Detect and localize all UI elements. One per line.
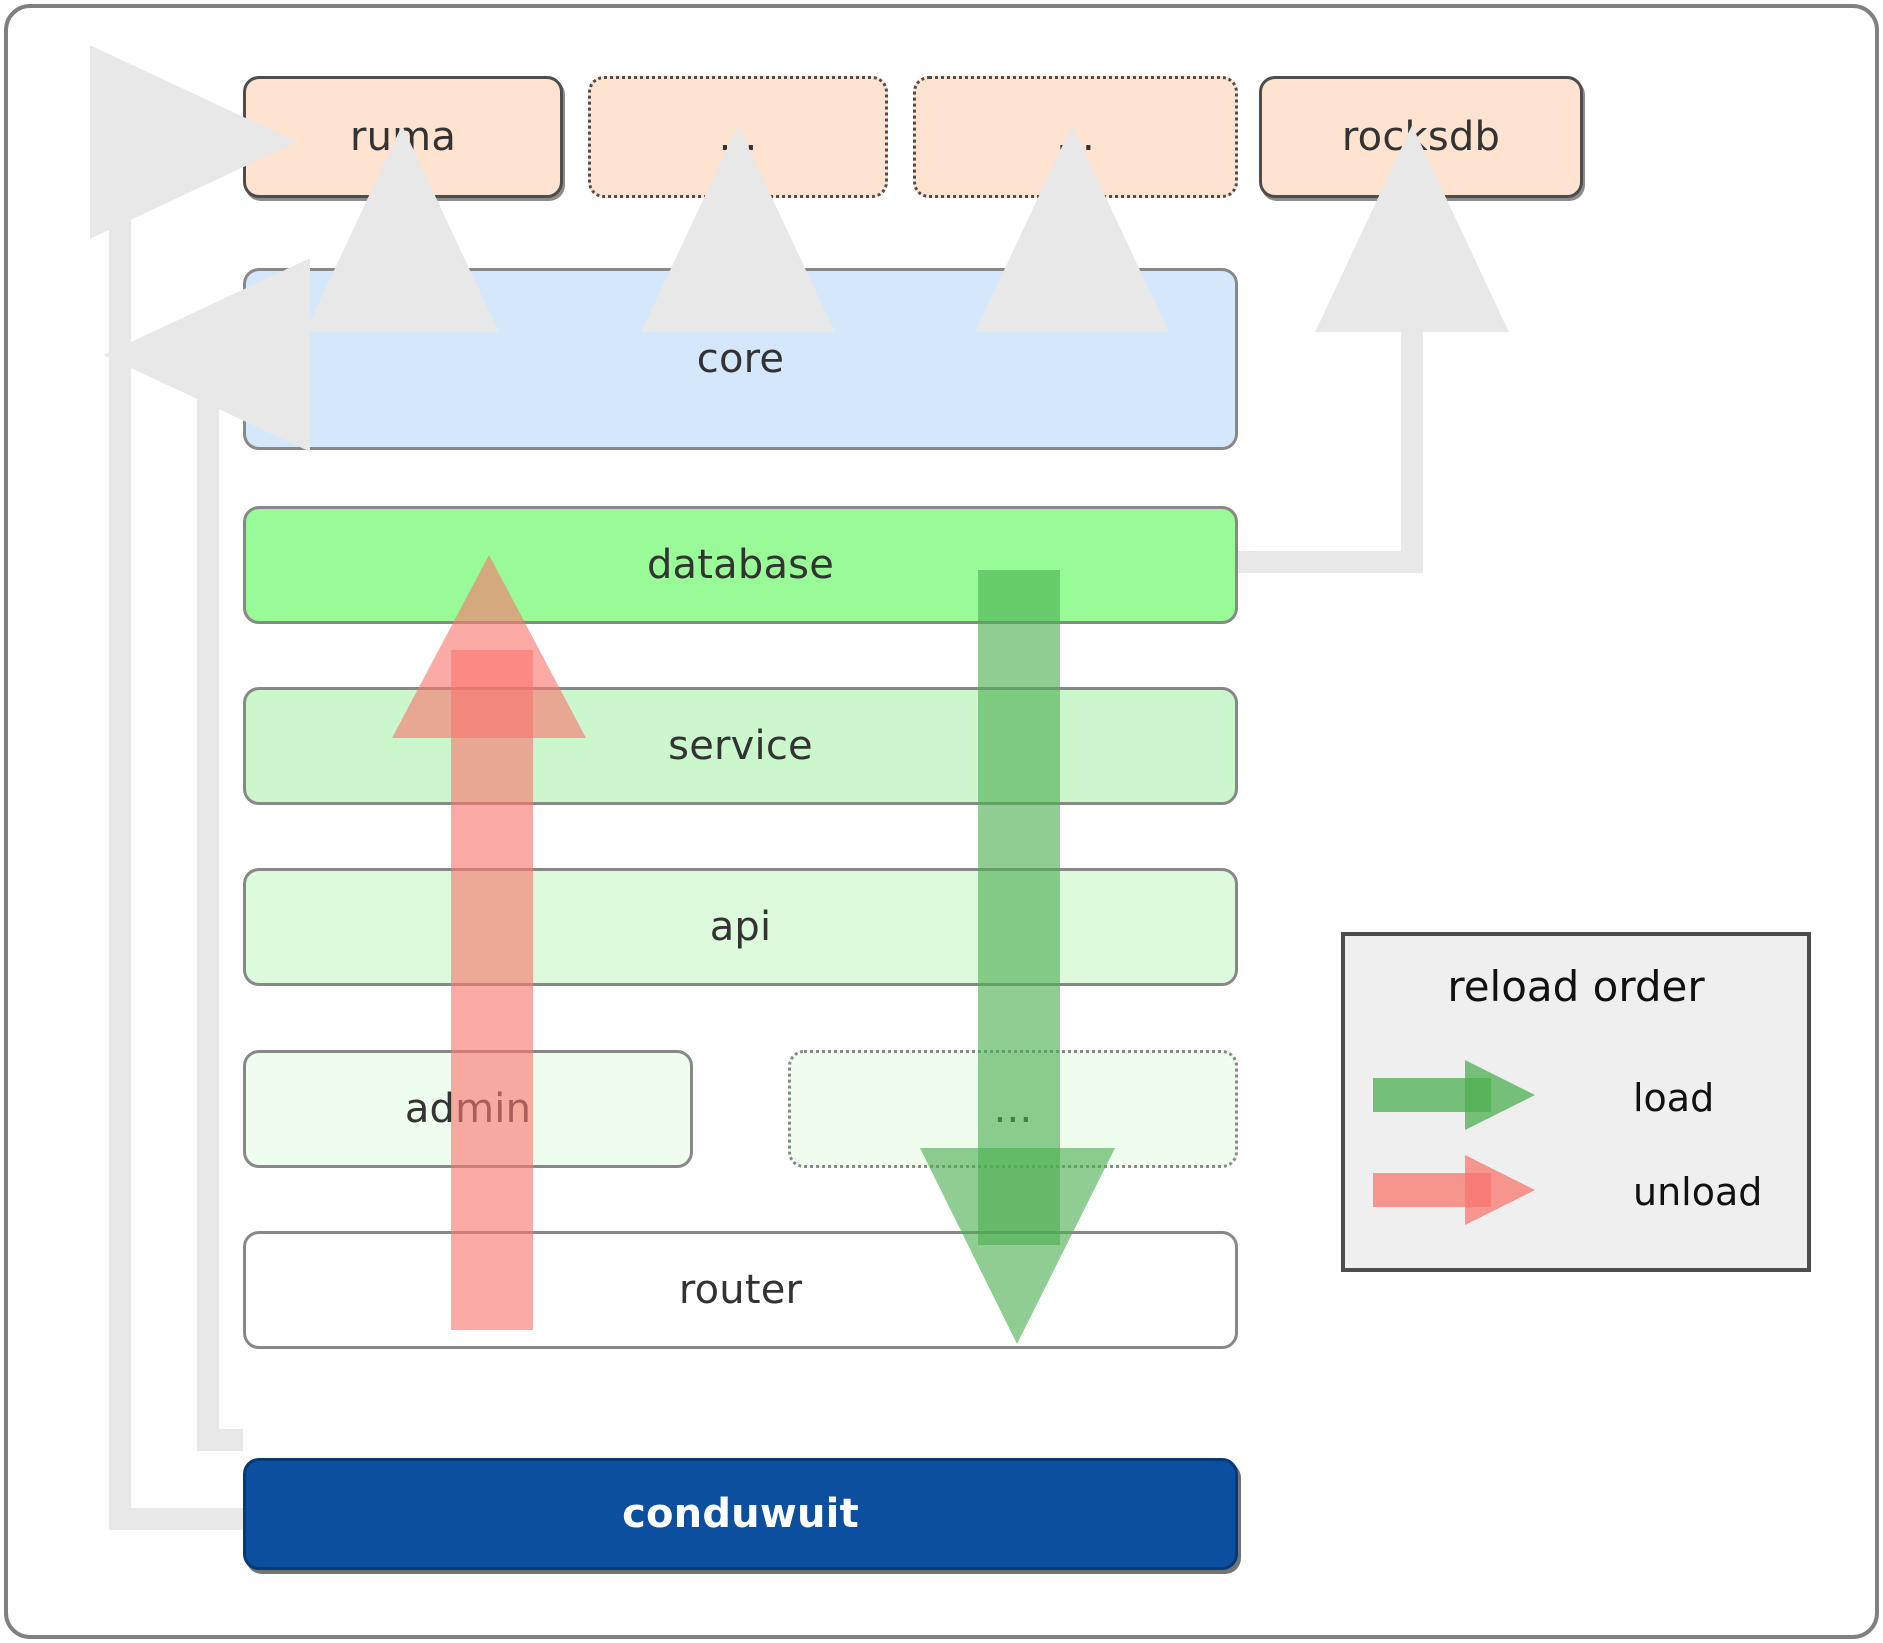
layer-label-api: api [709,904,772,950]
crate-label-rocksdb: rocksdb [1341,114,1501,160]
layer-label-service: service [668,723,813,769]
layer-box-database[interactable]: database [243,506,1238,624]
crate-box-ruma[interactable]: ruma [243,76,563,198]
layer-label-admin: admin [404,1086,532,1132]
layer-label-core: core [696,336,785,382]
layer-box-core[interactable]: core [243,268,1238,450]
crate-label-dots-2: ... [1056,114,1095,160]
diagram-frame [4,4,1879,1639]
layer-label-database: database [646,542,835,588]
legend-panel: reload order load unload [1341,932,1811,1272]
crate-box-dots-1[interactable]: ... [588,76,888,198]
legend-title: reload order [1447,962,1705,1011]
legend-label-load: load [1633,1076,1715,1120]
layer-box-dots[interactable]: ... [788,1050,1238,1168]
layer-box-router[interactable]: router [243,1231,1238,1349]
layer-box-api[interactable]: api [243,868,1238,986]
legend-swatch-unload [1373,1155,1535,1225]
layer-box-service[interactable]: service [243,687,1238,805]
layer-box-admin[interactable]: admin [243,1050,693,1168]
layer-label-dots: ... [993,1086,1033,1132]
legend-label-unload: unload [1633,1170,1763,1214]
crate-label-ruma: ruma [349,114,457,160]
legend-arrow-swatches [1373,1060,1535,1225]
crate-box-rocksdb[interactable]: rocksdb [1259,76,1583,198]
crate-box-dots-2[interactable]: ... [913,76,1238,198]
legend-swatch-load [1373,1060,1535,1130]
layer-label-router: router [678,1267,803,1313]
crate-label-dots-1: ... [718,114,758,160]
root-label-conduwuit: conduwuit [622,1491,859,1537]
root-box-conduwuit[interactable]: conduwuit [243,1458,1238,1570]
